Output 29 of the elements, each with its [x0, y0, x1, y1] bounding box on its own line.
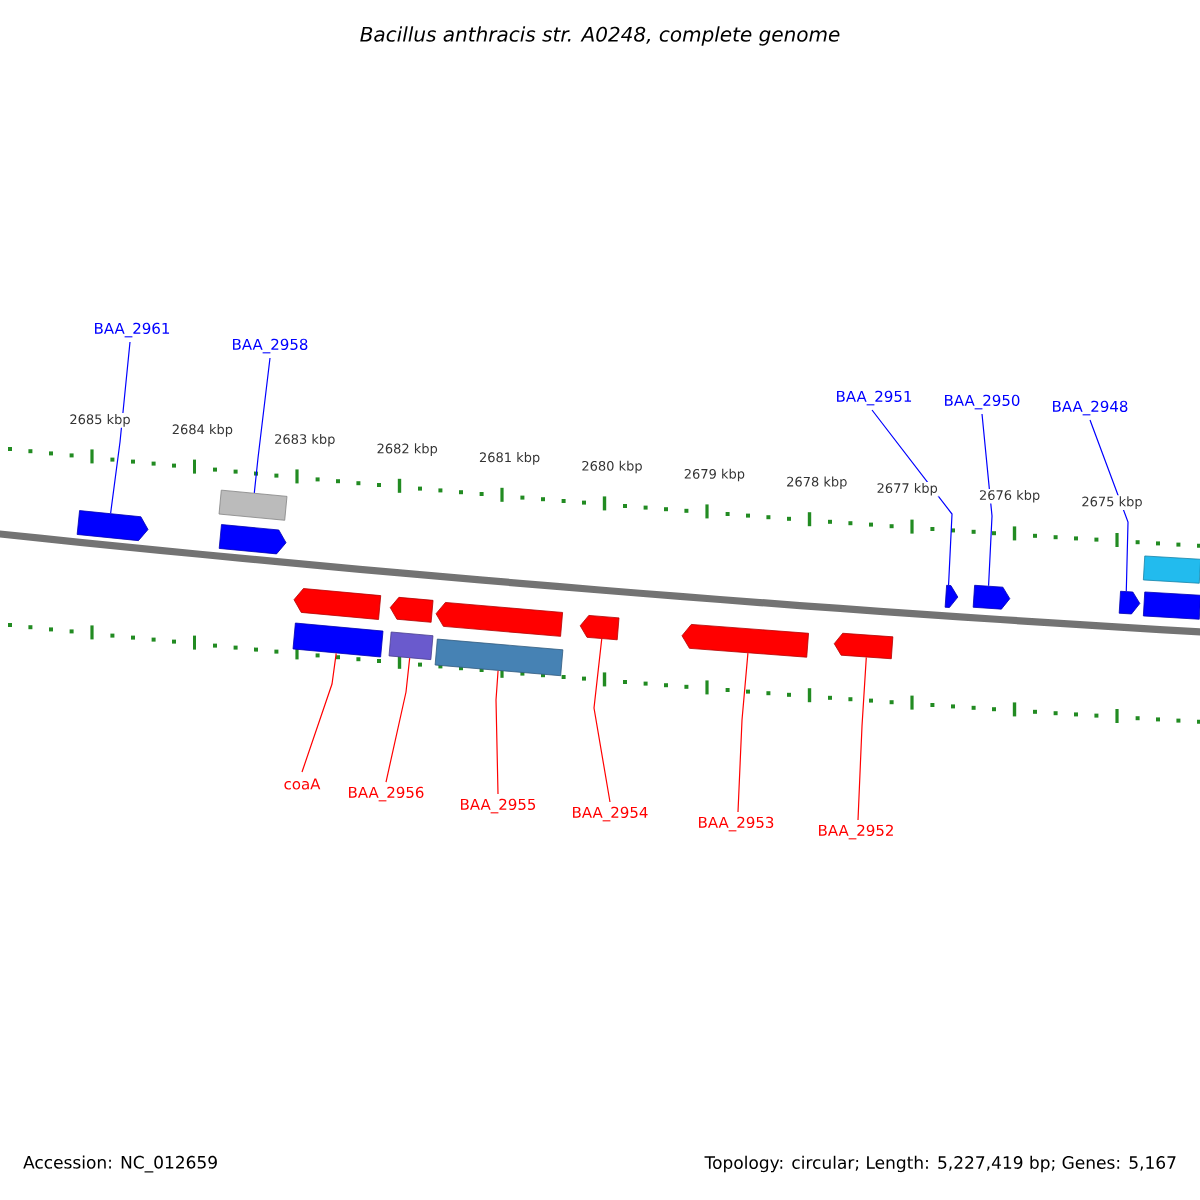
leader-line — [593, 638, 611, 803]
leader-line — [301, 652, 337, 773]
gene — [218, 524, 287, 555]
leader-line — [981, 413, 993, 587]
gene — [681, 624, 809, 658]
leader-line — [110, 341, 131, 514]
gene — [1118, 590, 1141, 615]
gene — [292, 622, 384, 658]
gene — [944, 584, 959, 608]
leader-line — [385, 657, 411, 783]
gene — [579, 615, 620, 641]
gene — [293, 588, 382, 620]
gene — [434, 638, 564, 677]
gene — [1142, 555, 1200, 584]
leader-line — [737, 652, 749, 813]
title: Bacillus anthracis str. A0248, complete genome — [360, 26, 840, 46]
gene — [972, 584, 1011, 610]
gene — [388, 631, 434, 661]
leader-line — [857, 656, 867, 821]
leader-line — [871, 409, 953, 586]
footer-text: Accession: NC_012659 — [23, 1155, 217, 1173]
gene — [76, 510, 149, 542]
leader-line — [253, 357, 271, 494]
gene — [389, 596, 434, 623]
leader-line — [495, 670, 499, 795]
gene — [833, 632, 894, 660]
gene — [218, 489, 288, 521]
leader-line — [1089, 419, 1129, 592]
footer-text: Topology: circular; Length: 5,227,419 bp; Genes: 5,167 — [704, 1155, 1176, 1173]
